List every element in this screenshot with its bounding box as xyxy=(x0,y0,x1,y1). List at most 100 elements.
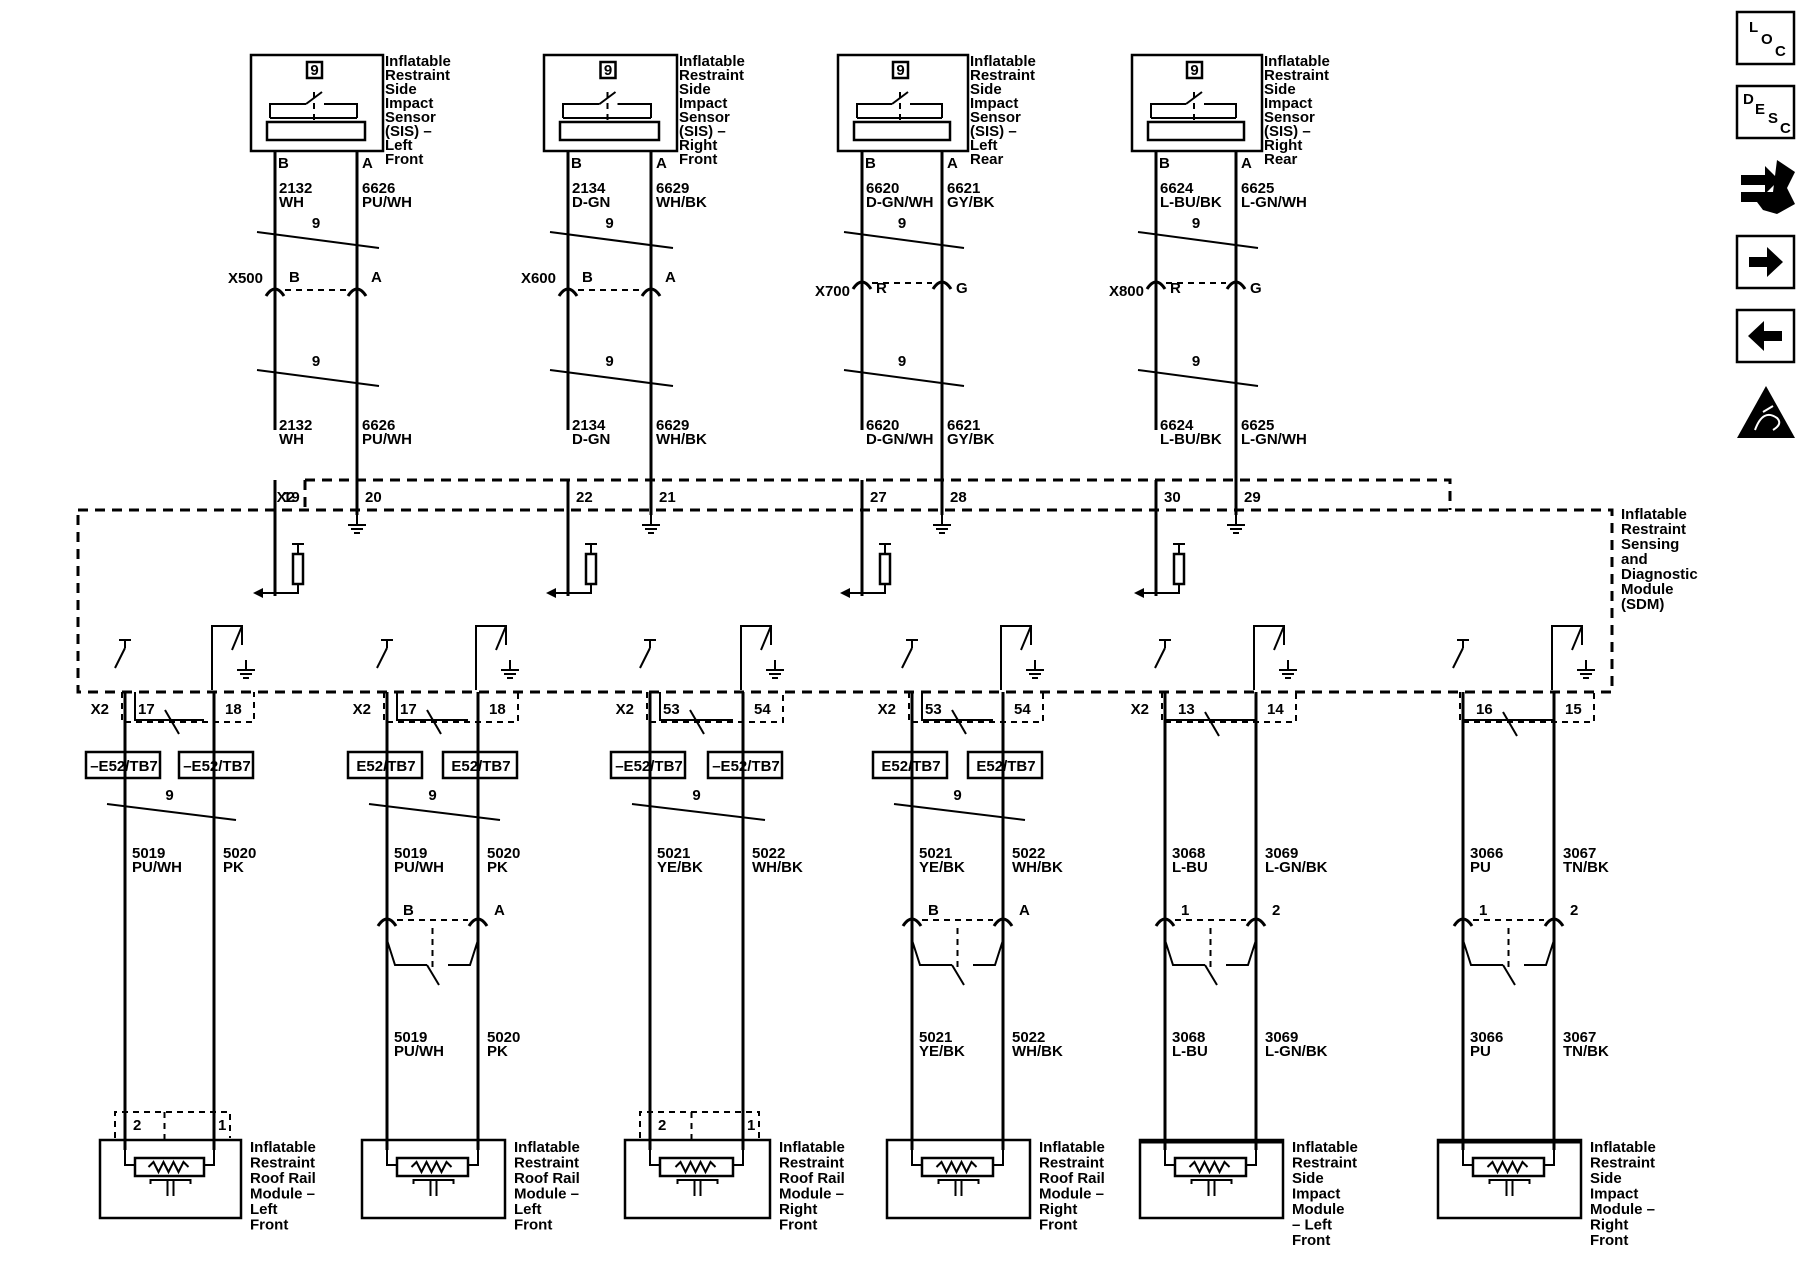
inline-connector-left xyxy=(851,279,873,291)
bundle-slash xyxy=(368,803,501,821)
sensor-id-icon xyxy=(1185,60,1204,80)
module-name-line: Right xyxy=(1590,1217,1628,1234)
sdm-name-line: (SDM) xyxy=(1621,596,1664,613)
module-name-line: Restraint xyxy=(779,1155,844,1172)
circuit-left-upper: 2132 xyxy=(279,180,312,197)
rect xyxy=(920,1156,995,1178)
color-left: PU/WH xyxy=(394,859,444,876)
sensor-name-line: Side xyxy=(679,81,711,98)
circuit-right-lower: 3069 xyxy=(1265,1029,1298,1046)
sdm-pin-left: 30 xyxy=(1164,489,1181,506)
color-right-lower: PK xyxy=(487,1043,508,1060)
sensor-box xyxy=(836,53,970,153)
rect xyxy=(1471,1156,1546,1178)
sensor-switch-path xyxy=(324,103,358,118)
inline-pin-right: A xyxy=(665,269,676,286)
inline-connector-name: X500 xyxy=(228,270,263,287)
module-name-line: Module xyxy=(1292,1201,1345,1218)
squib-icon xyxy=(1462,1150,1555,1196)
color-left: YE/BK xyxy=(919,859,965,876)
color-left-upper: D-GN/WH xyxy=(866,194,934,211)
circuit-left-lower: 2132 xyxy=(279,417,312,434)
sdm-pin-right: 21 xyxy=(659,489,676,506)
e52-tag-box xyxy=(871,750,949,780)
sdm-deploy-switch-icon xyxy=(1154,639,1171,669)
module-name-line: Restraint xyxy=(1039,1155,1104,1172)
shorting-bar xyxy=(396,692,468,721)
connector-repair-icon[interactable] xyxy=(1741,160,1795,214)
desc-icon-s: S xyxy=(1768,110,1778,127)
path xyxy=(649,1150,744,1166)
module-name-line: Roof Rail xyxy=(1039,1170,1105,1187)
inline-connector-left xyxy=(1145,279,1167,291)
sensor-id-icon xyxy=(891,60,910,80)
inline-pin-right: A xyxy=(1019,902,1030,919)
path xyxy=(911,1150,1004,1166)
inline-connector-right xyxy=(931,279,953,291)
sdm-pin-left: 27 xyxy=(870,489,887,506)
sensor-name-line: Impact xyxy=(385,95,433,112)
bottom-pin-right: 54 xyxy=(1014,701,1031,718)
circuit-right-upper: 6626 xyxy=(362,180,395,197)
inline-connector-left xyxy=(557,286,579,298)
bottom-pin-left: 17 xyxy=(400,701,417,718)
sensor-name-line: Right xyxy=(679,137,717,154)
bottom-pin-left: 16 xyxy=(1476,701,1493,718)
shorting-bar xyxy=(659,692,733,721)
module-name-line: Inflatable xyxy=(779,1139,845,1156)
sdm-name-line: Module xyxy=(1621,581,1674,598)
desc-button-frame xyxy=(1735,84,1796,140)
circuit-left: 3066 xyxy=(1470,845,1503,862)
sensor-switch-path xyxy=(856,103,892,118)
rect xyxy=(133,1156,206,1178)
bundle-count-upper: 9 xyxy=(605,215,613,232)
inline-pin-right: G xyxy=(1250,280,1262,297)
sdm-return-switch xyxy=(1020,625,1032,651)
sensor-element xyxy=(852,120,952,142)
sdm-return-path xyxy=(740,625,772,690)
inline-shorting-bar xyxy=(911,939,952,966)
inline-shorting-bar xyxy=(448,939,479,966)
sensor-name-line: Inflatable xyxy=(970,53,1036,70)
sensor-name-line: Restraint xyxy=(679,67,744,84)
bundle-count-lower: 9 xyxy=(312,353,320,370)
module-name-line: Inflatable xyxy=(1292,1139,1358,1156)
loc-button[interactable]: LOC xyxy=(1735,10,1796,66)
circuit-right-upper: 6629 xyxy=(656,180,689,197)
sdm-deploy-switch-icon xyxy=(901,639,918,669)
sdm-name-line: and xyxy=(1621,551,1648,568)
e52-tag-left: –E52/TB7 xyxy=(615,758,683,775)
inline-connector-name: X800 xyxy=(1109,283,1144,300)
inline-pin-right: A xyxy=(494,902,505,919)
previous-page-button[interactable] xyxy=(1735,308,1796,364)
bundle-count-lower: 9 xyxy=(1192,353,1200,370)
path xyxy=(1488,1179,1531,1196)
next-page-button[interactable] xyxy=(1735,234,1796,290)
e52-tag-left: E52/TB7 xyxy=(356,758,415,775)
sensor-id-number: 9 xyxy=(310,62,318,79)
sensor-pin-left: B xyxy=(278,155,289,172)
e52-tag-box xyxy=(609,750,687,780)
circuit-right: 5022 xyxy=(1012,845,1045,862)
path xyxy=(1164,1150,1257,1166)
circuit-left-upper: 6620 xyxy=(866,180,899,197)
module-name-line: Left xyxy=(250,1201,278,1218)
squib-icon xyxy=(124,1150,215,1196)
desc-icon-e: E xyxy=(1755,101,1765,118)
bundle-slash xyxy=(843,369,965,387)
module-name-line: Front xyxy=(514,1217,552,1234)
path xyxy=(935,1159,978,1175)
module-name-line: Roof Rail xyxy=(514,1170,580,1187)
color-left: L-BU xyxy=(1172,859,1208,876)
inline-pin-left: 1 xyxy=(1181,902,1189,919)
sensor-name-line: (SIS) – xyxy=(970,123,1017,140)
sensor-name-line: Front xyxy=(385,151,423,168)
module-box xyxy=(98,1138,243,1220)
wire-segment xyxy=(1452,647,1464,669)
module-name-line: Restraint xyxy=(250,1155,315,1172)
bundle-count: 9 xyxy=(428,787,436,804)
inline-connector-right xyxy=(346,286,368,298)
